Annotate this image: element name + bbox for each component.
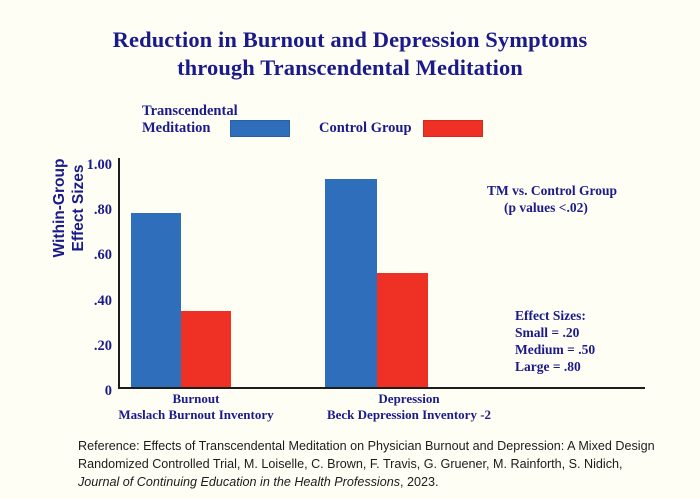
x-axis-category-depression-line-2: Beck Depression Inventory -2	[326, 406, 492, 422]
plot-area	[118, 158, 645, 389]
reference-line-2: Randomized Controlled Trial, M. Loiselle…	[78, 457, 623, 471]
annotation-effect-sizes-small: Small = .20	[515, 325, 580, 340]
x-axis-line	[118, 387, 645, 389]
legend-item-transcendental-meditation: Transcendental Meditation	[142, 103, 262, 137]
y-tick-0: 0	[104, 383, 112, 399]
x-axis-category-burnout-line-1: Burnout	[172, 391, 220, 406]
annotation-effect-sizes-large: Large = .80	[515, 359, 581, 374]
reference-year: , 2023.	[400, 475, 439, 489]
x-axis-category-depression: Depression Beck Depression Inventory -2	[281, 391, 537, 422]
y-axis-ticks: 1.00 .80 .60 .40 .20 0	[52, 157, 112, 399]
annotation-p-values-line-1: TM vs. Control Group	[487, 183, 618, 198]
y-tick-0-80: .80	[93, 202, 112, 218]
annotation-effect-sizes: Effect Sizes: Small = .20 Medium = .50 L…	[515, 307, 685, 375]
bar-tm-depression	[325, 178, 377, 387]
legend-swatch-control-group	[423, 120, 483, 137]
legend-label-control-group: Control Group	[319, 120, 412, 136]
reference-journal-name: Journal of Continuing Education in the H…	[78, 475, 401, 489]
reference-citation: Reference: Effects of Transcendental Med…	[78, 437, 678, 491]
title-line-1: Reduction in Burnout and Depression Symp…	[112, 27, 588, 52]
x-axis-category-burnout-line-2: Maslach Burnout Inventory	[118, 406, 274, 422]
annotation-effect-sizes-title: Effect Sizes:	[515, 308, 586, 323]
title-line-2: through Transcendental Meditation	[177, 55, 523, 80]
annotation-p-values-line-2: (p values <.02)	[504, 200, 588, 215]
page-title: Reduction in Burnout and Depression Symp…	[0, 26, 700, 82]
y-axis-line	[118, 158, 120, 387]
reference-line-3: Journal of Continuing Education in the H…	[78, 473, 678, 491]
legend-item-control-group: Control Group	[319, 120, 429, 137]
bar-tm-burnout	[131, 212, 181, 387]
y-tick-0-60: .60	[93, 247, 112, 263]
annotation-p-values: TM vs. Control Group (p values <.02)	[487, 182, 687, 216]
y-tick-0-20: .20	[93, 338, 112, 354]
x-axis-category-depression-line-1: Depression	[378, 391, 440, 406]
x-axis-category-burnout: Burnout Maslach Burnout Inventory	[86, 391, 306, 422]
y-tick-1-00: 1.00	[86, 157, 112, 173]
y-tick-0-40: .40	[93, 293, 112, 309]
legend-label-transcendental-meditation: Transcendental Meditation	[142, 103, 238, 136]
chart-legend: Transcendental Meditation Control Group	[0, 103, 700, 145]
legend-swatch-transcendental-meditation	[230, 120, 290, 137]
annotation-effect-sizes-medium: Medium = .50	[515, 342, 596, 357]
bar-control-burnout	[181, 311, 231, 387]
bar-control-depression	[377, 272, 428, 387]
reference-line-1: Reference: Effects of Transcendental Med…	[78, 439, 655, 453]
